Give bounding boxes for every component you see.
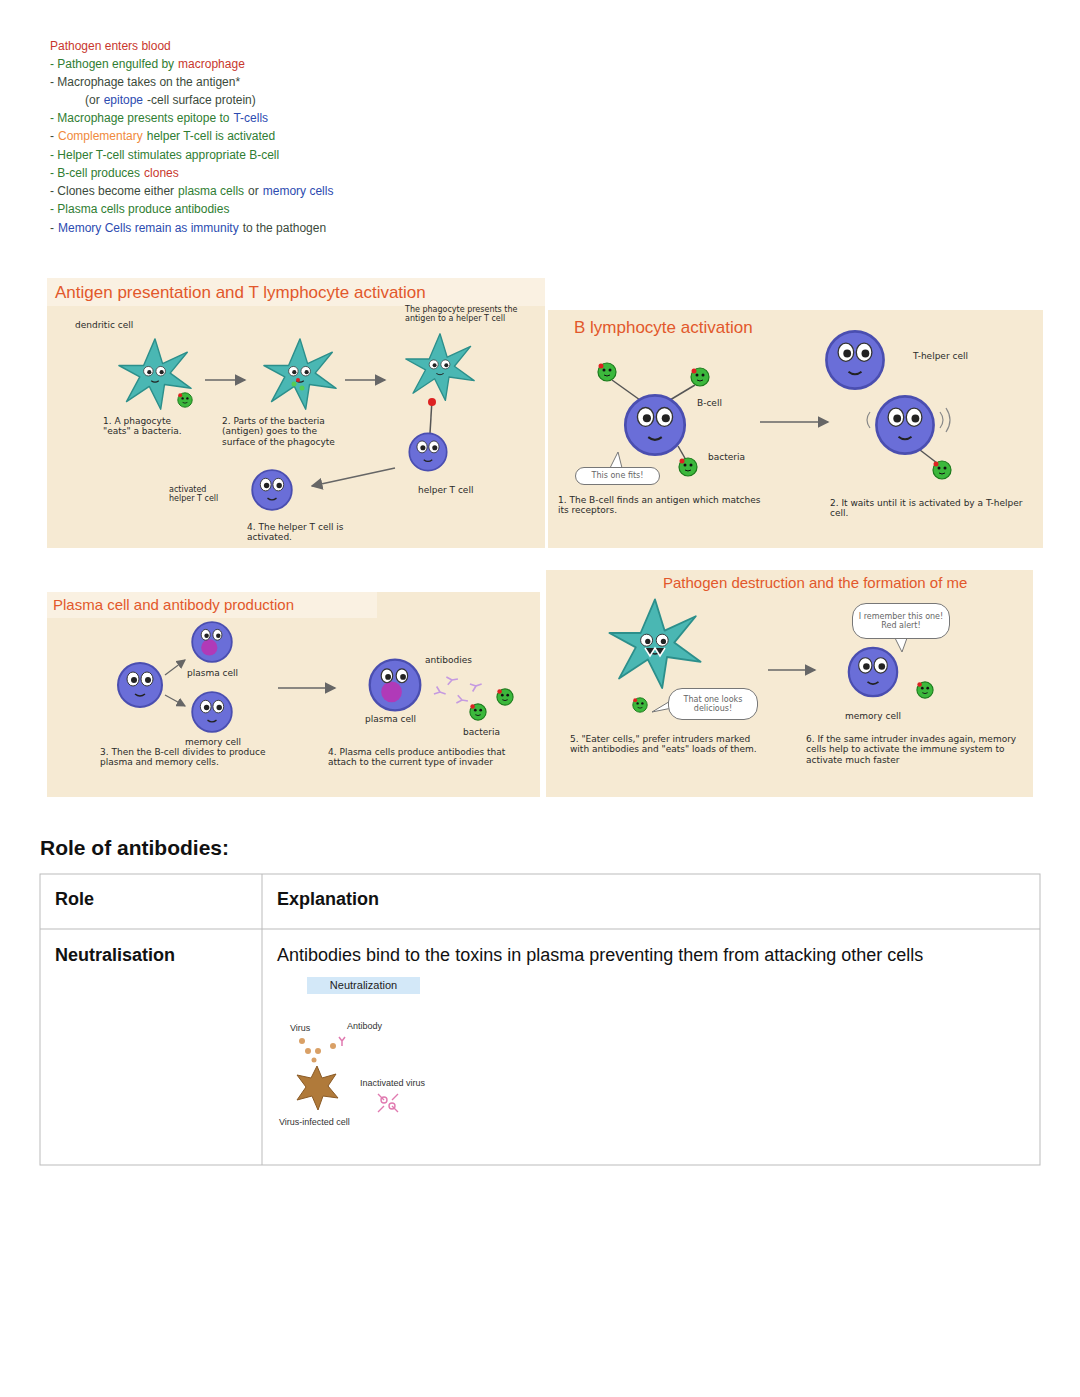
caption: The phagocyte presents the antigen to a … <box>405 305 520 323</box>
panel-1-art <box>119 334 474 510</box>
antibody-table <box>40 874 1040 1165</box>
caption: B-cell <box>697 398 747 408</box>
note-text: memory cells <box>263 184 334 198</box>
note-text: - Macrophage takes on the antigen* <box>50 75 240 89</box>
caption: 2. Parts of the bacteria (antigen) goes … <box>222 416 342 447</box>
bubble-text: That one looks delicious! <box>674 695 752 713</box>
note-text: to the pathogen <box>243 221 326 235</box>
figure-label: Antibody <box>347 1021 417 1032</box>
bubble-text: This one fits! <box>592 471 644 480</box>
table-cell: Antibodies bind to the toxins in plasma … <box>277 945 1032 967</box>
neutralization-figure <box>297 1037 398 1112</box>
panel-heading: Plasma cell and antibody production <box>53 596 383 613</box>
caption: memory cell <box>185 737 255 747</box>
speech-bubble: That one looks delicious! <box>668 688 758 720</box>
panel-heading: Pathogen destruction and the formation o… <box>663 574 1028 591</box>
note-text: - Macrophage presents epitope to <box>50 111 229 125</box>
note-text: -cell surface protein) <box>147 93 256 107</box>
caption: 5. "Eater cells," prefer intruders marke… <box>570 734 770 755</box>
note-text: - Clones become either <box>50 184 174 198</box>
note-text: Memory Cells remain as immunity <box>58 221 239 235</box>
table-header: Role <box>55 889 255 911</box>
panel: Plasma cell and antibody production plasm… <box>47 592 540 797</box>
caption: 1. The B-cell finds an antigen which mat… <box>558 495 768 516</box>
speech-bubble: I remember this one! Red alert! <box>852 603 950 639</box>
caption: memory cell <box>845 711 925 721</box>
panel-heading: Antigen presentation and T lymphocyte ac… <box>55 283 535 303</box>
panel: Antigen presentation and T lymphocyte ac… <box>47 278 545 548</box>
panel: Pathogen destruction and the formation o… <box>546 570 1033 797</box>
bubble-text: I remember this one! Red alert! <box>858 612 944 630</box>
panel: B lymphocyte activationB-cell bacteria T-h… <box>548 310 1043 548</box>
note-text: epitope <box>104 93 143 107</box>
caption: activated helper T cell <box>169 485 229 503</box>
table-cell: Neutralisation <box>55 945 255 967</box>
note-text: or <box>248 184 259 198</box>
note-text: Complementary <box>58 129 143 143</box>
caption: bacteria <box>463 727 523 737</box>
tag-box: Neutralization <box>307 977 420 994</box>
caption: dendritic cell <box>75 320 155 330</box>
note-text: - B-cell produces <box>50 166 140 180</box>
note-text: clones <box>144 166 179 180</box>
tag-text: Neutralization <box>330 979 397 992</box>
section-heading: Role of antibodies: <box>40 836 229 860</box>
note-text: helper T-cell is activated <box>147 129 276 143</box>
caption: 3. Then the B-cell divides to produce pl… <box>100 747 280 768</box>
caption: 6. If the same intruder invades again, m… <box>806 734 1028 765</box>
note-text: macrophage <box>178 57 245 71</box>
note-text: - Plasma cells produce antibodies <box>50 202 229 216</box>
note-text: plasma cells <box>178 184 244 198</box>
note-text: - Pathogen engulfed by <box>50 57 174 71</box>
panel-grounds <box>47 278 1043 797</box>
caption: bacteria <box>708 452 768 462</box>
caption: 4. Plasma cells produce antibodies that … <box>328 747 528 768</box>
note-text: - <box>50 221 54 235</box>
caption: 2. It waits until it is activated by a T… <box>830 498 1035 519</box>
figure-label: Virus <box>290 1023 350 1034</box>
figure-label: Inactivated virus <box>360 1078 460 1089</box>
caption: T-helper cell <box>913 351 1003 361</box>
note-text: Pathogen enters blood <box>50 39 171 53</box>
caption: 1. A phagocyte "eats" a bacteria. <box>103 416 198 437</box>
note-text: (or <box>85 93 100 107</box>
panel-2-art <box>598 331 951 479</box>
caption: plasma cell <box>365 714 435 724</box>
table-header: Explanation <box>277 889 977 911</box>
panel-heading: B lymphocyte activation <box>574 318 974 338</box>
figure-label: Virus-infected cell <box>279 1117 389 1128</box>
panel-3-art <box>118 622 513 732</box>
note-text: - <box>50 129 54 143</box>
caption: helper T cell <box>418 485 498 495</box>
caption: antibodies <box>425 655 495 665</box>
caption: 4. The helper T cell is activated. <box>247 522 357 543</box>
note-text: T-cells <box>233 111 268 125</box>
speech-bubble: This one fits! <box>575 467 660 485</box>
note-text: - Helper T-cell stimulates appropriate B… <box>50 148 279 162</box>
caption: plasma cell <box>187 668 257 678</box>
